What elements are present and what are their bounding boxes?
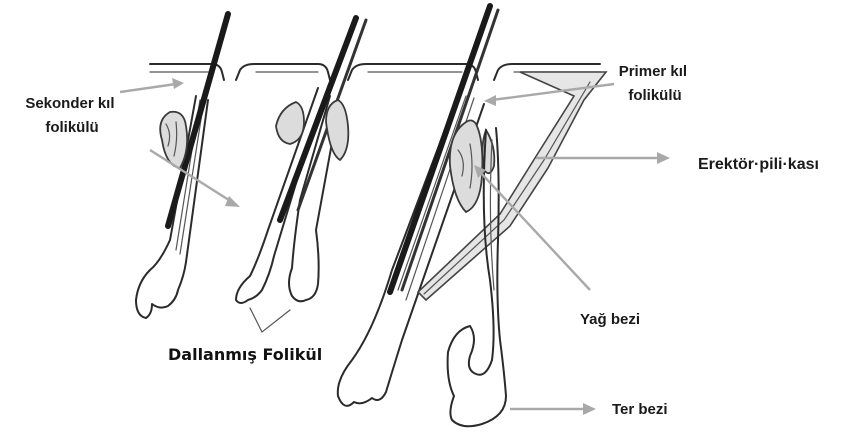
label-secondary-line2: folikülü — [45, 119, 98, 136]
label-sebaceous-gland: Yağ bezi — [580, 311, 640, 328]
label-primary-line1: Primer kıl — [619, 63, 687, 80]
arrector-pili-muscle — [418, 72, 606, 300]
branched-follicle-drawing — [236, 18, 366, 332]
pointer-secondary-upper — [120, 78, 184, 92]
label-sweat-gland: Ter bezi — [612, 401, 668, 418]
pointer-sweat — [510, 403, 596, 415]
secondary-follicle — [136, 14, 228, 318]
label-branched-follicle: Dallanmış Folikül — [168, 345, 322, 364]
label-primary-line2: folikülü — [628, 87, 681, 104]
label-secondary-line1: Sekonder kıl — [25, 95, 114, 112]
pointer-primary — [484, 84, 614, 106]
label-arrector-muscle: Erektör·pili·kası — [698, 156, 819, 173]
label-primary-follicle: Primer kıl folikülü — [619, 63, 692, 104]
label-secondary-follicle: Sekonder kıl folikülü — [25, 95, 118, 136]
